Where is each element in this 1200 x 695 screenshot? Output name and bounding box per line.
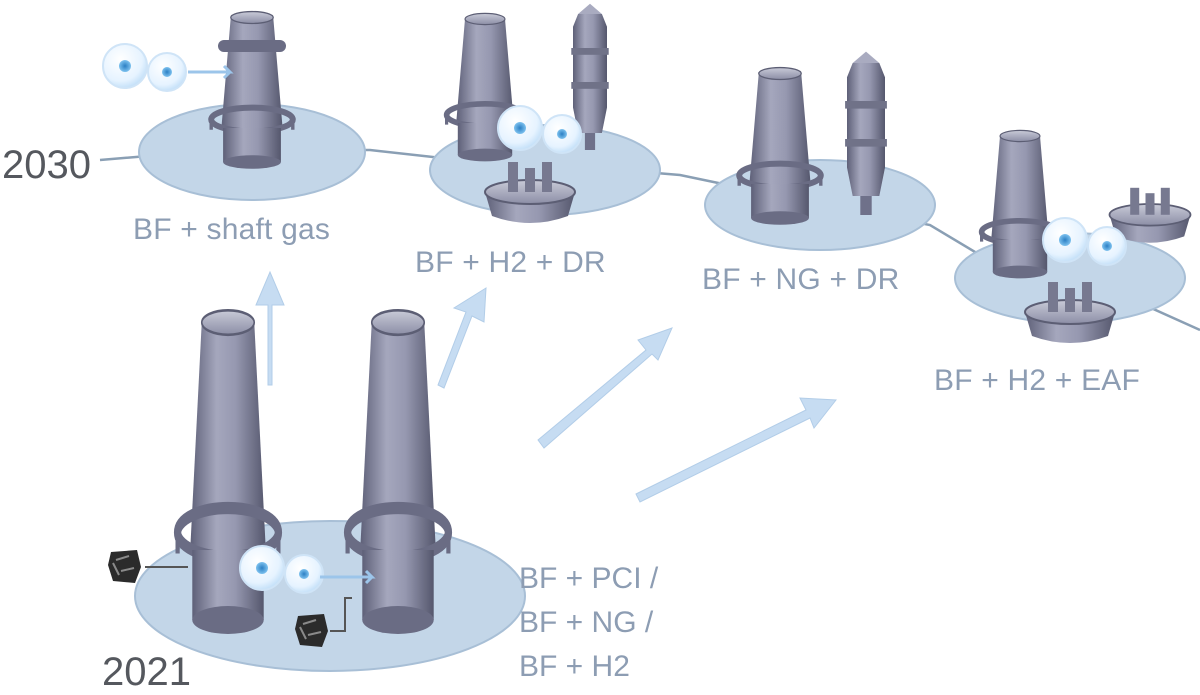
- stage-label-h2-eaf: BF + H2 + EAF: [934, 364, 1141, 397]
- stage-bf-shaft-gas: [102, 12, 366, 201]
- arrow-to-h2-eaf: [635, 397, 837, 503]
- stage-label-h2-dr: BF + H2 + DR: [415, 246, 606, 279]
- blast-furnace-icon: [982, 130, 1059, 278]
- injection-arrow: [320, 569, 376, 585]
- coal-icon: [107, 549, 142, 584]
- stage-label-ng-dr: BF + NG + DR: [702, 263, 900, 296]
- injection-arrow: [188, 64, 234, 80]
- blast-furnace-icon: [348, 310, 449, 634]
- stage-label-shaft-gas: BF + shaft gas: [133, 213, 331, 246]
- blast-furnace-icon: [739, 68, 821, 225]
- arrow-to-ng-dr: [537, 327, 673, 449]
- year-2030-label: 2030: [2, 143, 91, 187]
- furnace-ring: [218, 40, 286, 52]
- stage-bf-h2-eaf: [954, 130, 1192, 344]
- current-stage-line-1: BF + PCI /: [519, 562, 659, 595]
- stage-current: [107, 310, 526, 672]
- current-stage-line-2: BF + NG /: [519, 606, 654, 639]
- decarbonization-pathway-diagram: [99, 3, 1200, 672]
- hydrogen-molecule-icon: [102, 43, 187, 92]
- coal-feed-line: [330, 597, 352, 632]
- year-2021-label: 2021: [102, 650, 191, 694]
- arrow-to-shaft-gas: [255, 270, 285, 386]
- blast-furnace-icon: [211, 12, 293, 169]
- transition-arrows: [255, 270, 837, 503]
- current-stage-line-3: BF + H2: [519, 650, 630, 683]
- coal-icon: [294, 613, 329, 648]
- stage-bf-h2-dr: [429, 3, 661, 224]
- stage-bf-ng-dr: [704, 51, 936, 251]
- arrow-to-h2-dr: [437, 287, 487, 389]
